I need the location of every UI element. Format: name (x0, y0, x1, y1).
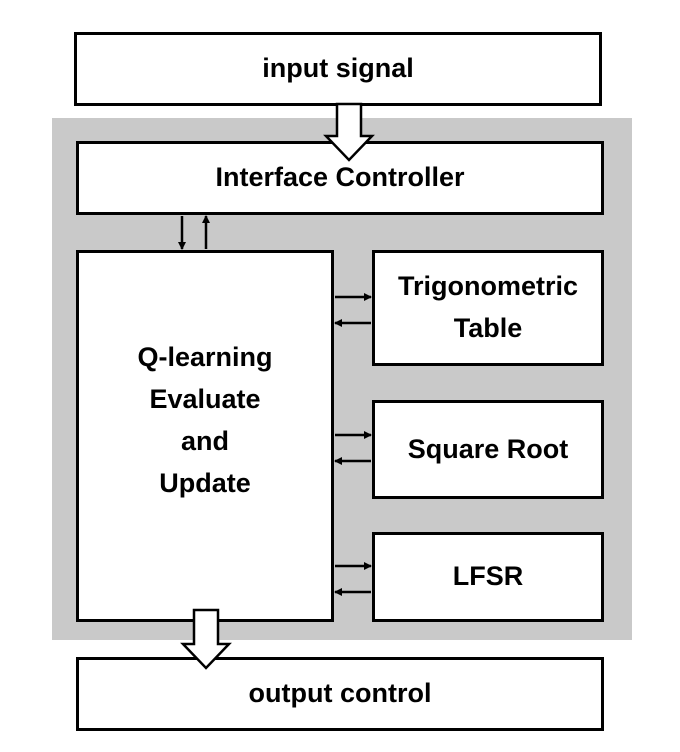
output-control-block: output control (76, 657, 604, 731)
input-signal-block: input signal (74, 32, 602, 106)
square-root-label: Square Root (407, 433, 569, 464)
lfsr-label: LFSR (452, 561, 524, 592)
qlearning-label: Q-learning Evaluate and Update (137, 342, 273, 498)
square-root-block: Square Root (372, 400, 604, 499)
output-control-label: output control (248, 678, 432, 709)
interface-controller-label: Interface Controller (215, 162, 465, 193)
trigonometric-table-block: Trigonometric Table (372, 250, 604, 366)
interface-controller-block: Interface Controller (76, 141, 604, 215)
input-signal-label: input signal (262, 53, 414, 84)
trigonometric-table-label: Trigonometric Table (397, 271, 579, 343)
lfsr-block: LFSR (372, 532, 604, 622)
qlearning-block: Q-learning Evaluate and Update (76, 250, 334, 622)
